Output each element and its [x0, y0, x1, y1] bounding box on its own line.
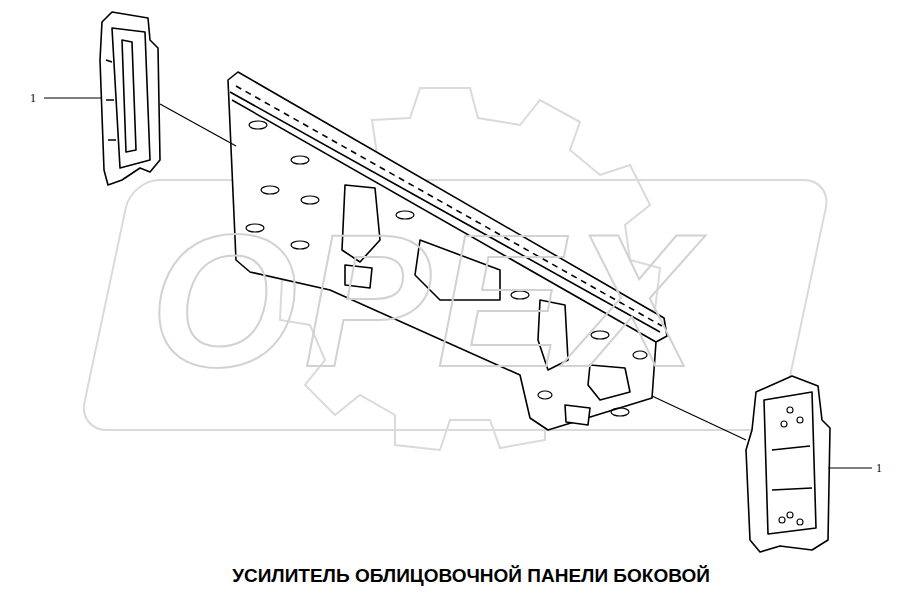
assembly-lines: [44, 98, 872, 468]
side-reinforcement-right: [746, 376, 830, 552]
callout-number: 1: [30, 91, 36, 106]
callout-number: 1: [876, 461, 882, 476]
diagram-title: УСИЛИТЕЛЬ ОБЛИЦОВОЧНОЙ ПАНЕЛИ БОКОВОЙ: [232, 565, 710, 587]
watermark-gear: [79, 88, 832, 450]
side-reinforcement-left: [100, 12, 160, 185]
watermark: OPEX: [150, 205, 702, 395]
